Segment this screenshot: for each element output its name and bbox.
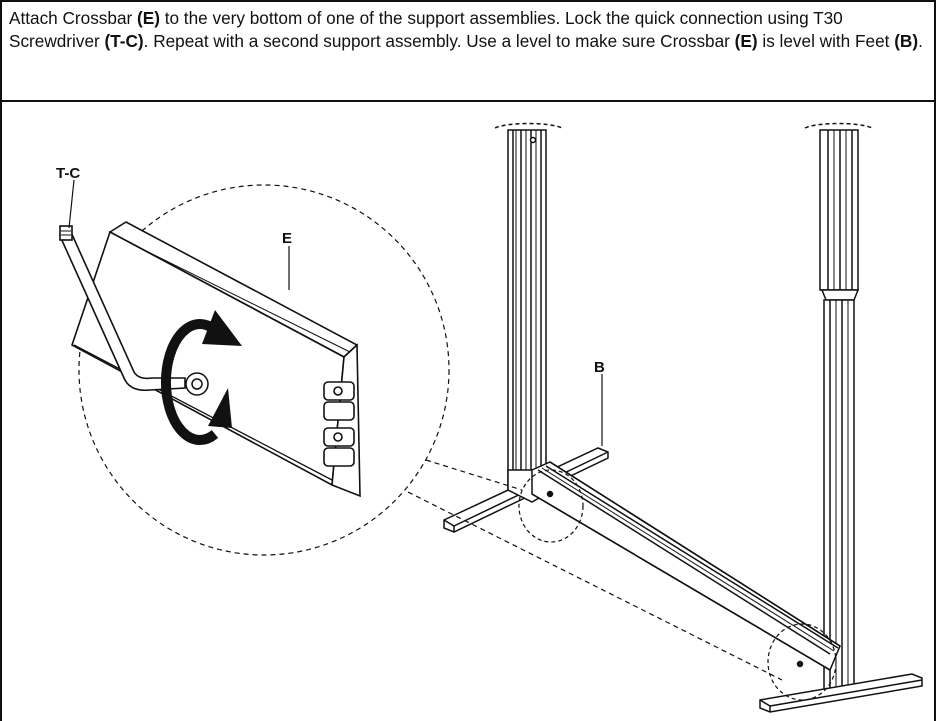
rotate-arrow-icon [160, 310, 242, 445]
screwdriver-leader [68, 179, 75, 229]
instruction-segment: to the very bottom of one of the support… [9, 8, 843, 52]
text-divider [2, 100, 936, 102]
crossbar-installed [531, 461, 841, 672]
part-ref-screwdriver: (T-C) [104, 31, 144, 52]
right-leg-column [804, 122, 873, 696]
quick-connect-clips [323, 381, 355, 467]
screw-head-icon [185, 372, 209, 396]
part-ref-crossbar: (E) [137, 8, 160, 28]
instruction-text: Attach Crossbar (E) to the very bottom o… [9, 7, 929, 54]
label-screwdriver: T-C [56, 165, 80, 182]
screwdriver-icon [59, 225, 186, 392]
part-ref-feet: (B) [894, 31, 919, 52]
label-feet: B [594, 359, 605, 376]
instruction-segment: Attach Crossbar [9, 8, 137, 28]
connection-highlights [518, 469, 837, 701]
label-crossbar: E [282, 230, 292, 247]
right-foot [759, 673, 923, 713]
instruction-segment: . [918, 31, 923, 52]
labels: T-C E B [56, 165, 605, 446]
top-border [2, 0, 936, 2]
instruction-segment: . Repeat with a second support assembly.… [143, 31, 735, 52]
left-leg-column [494, 122, 563, 491]
crossbar-detail [71, 221, 361, 498]
instruction-segment: is level with Feet [757, 31, 895, 52]
part-ref-crossbar: (E) [734, 31, 758, 52]
projection-lines [399, 459, 783, 681]
